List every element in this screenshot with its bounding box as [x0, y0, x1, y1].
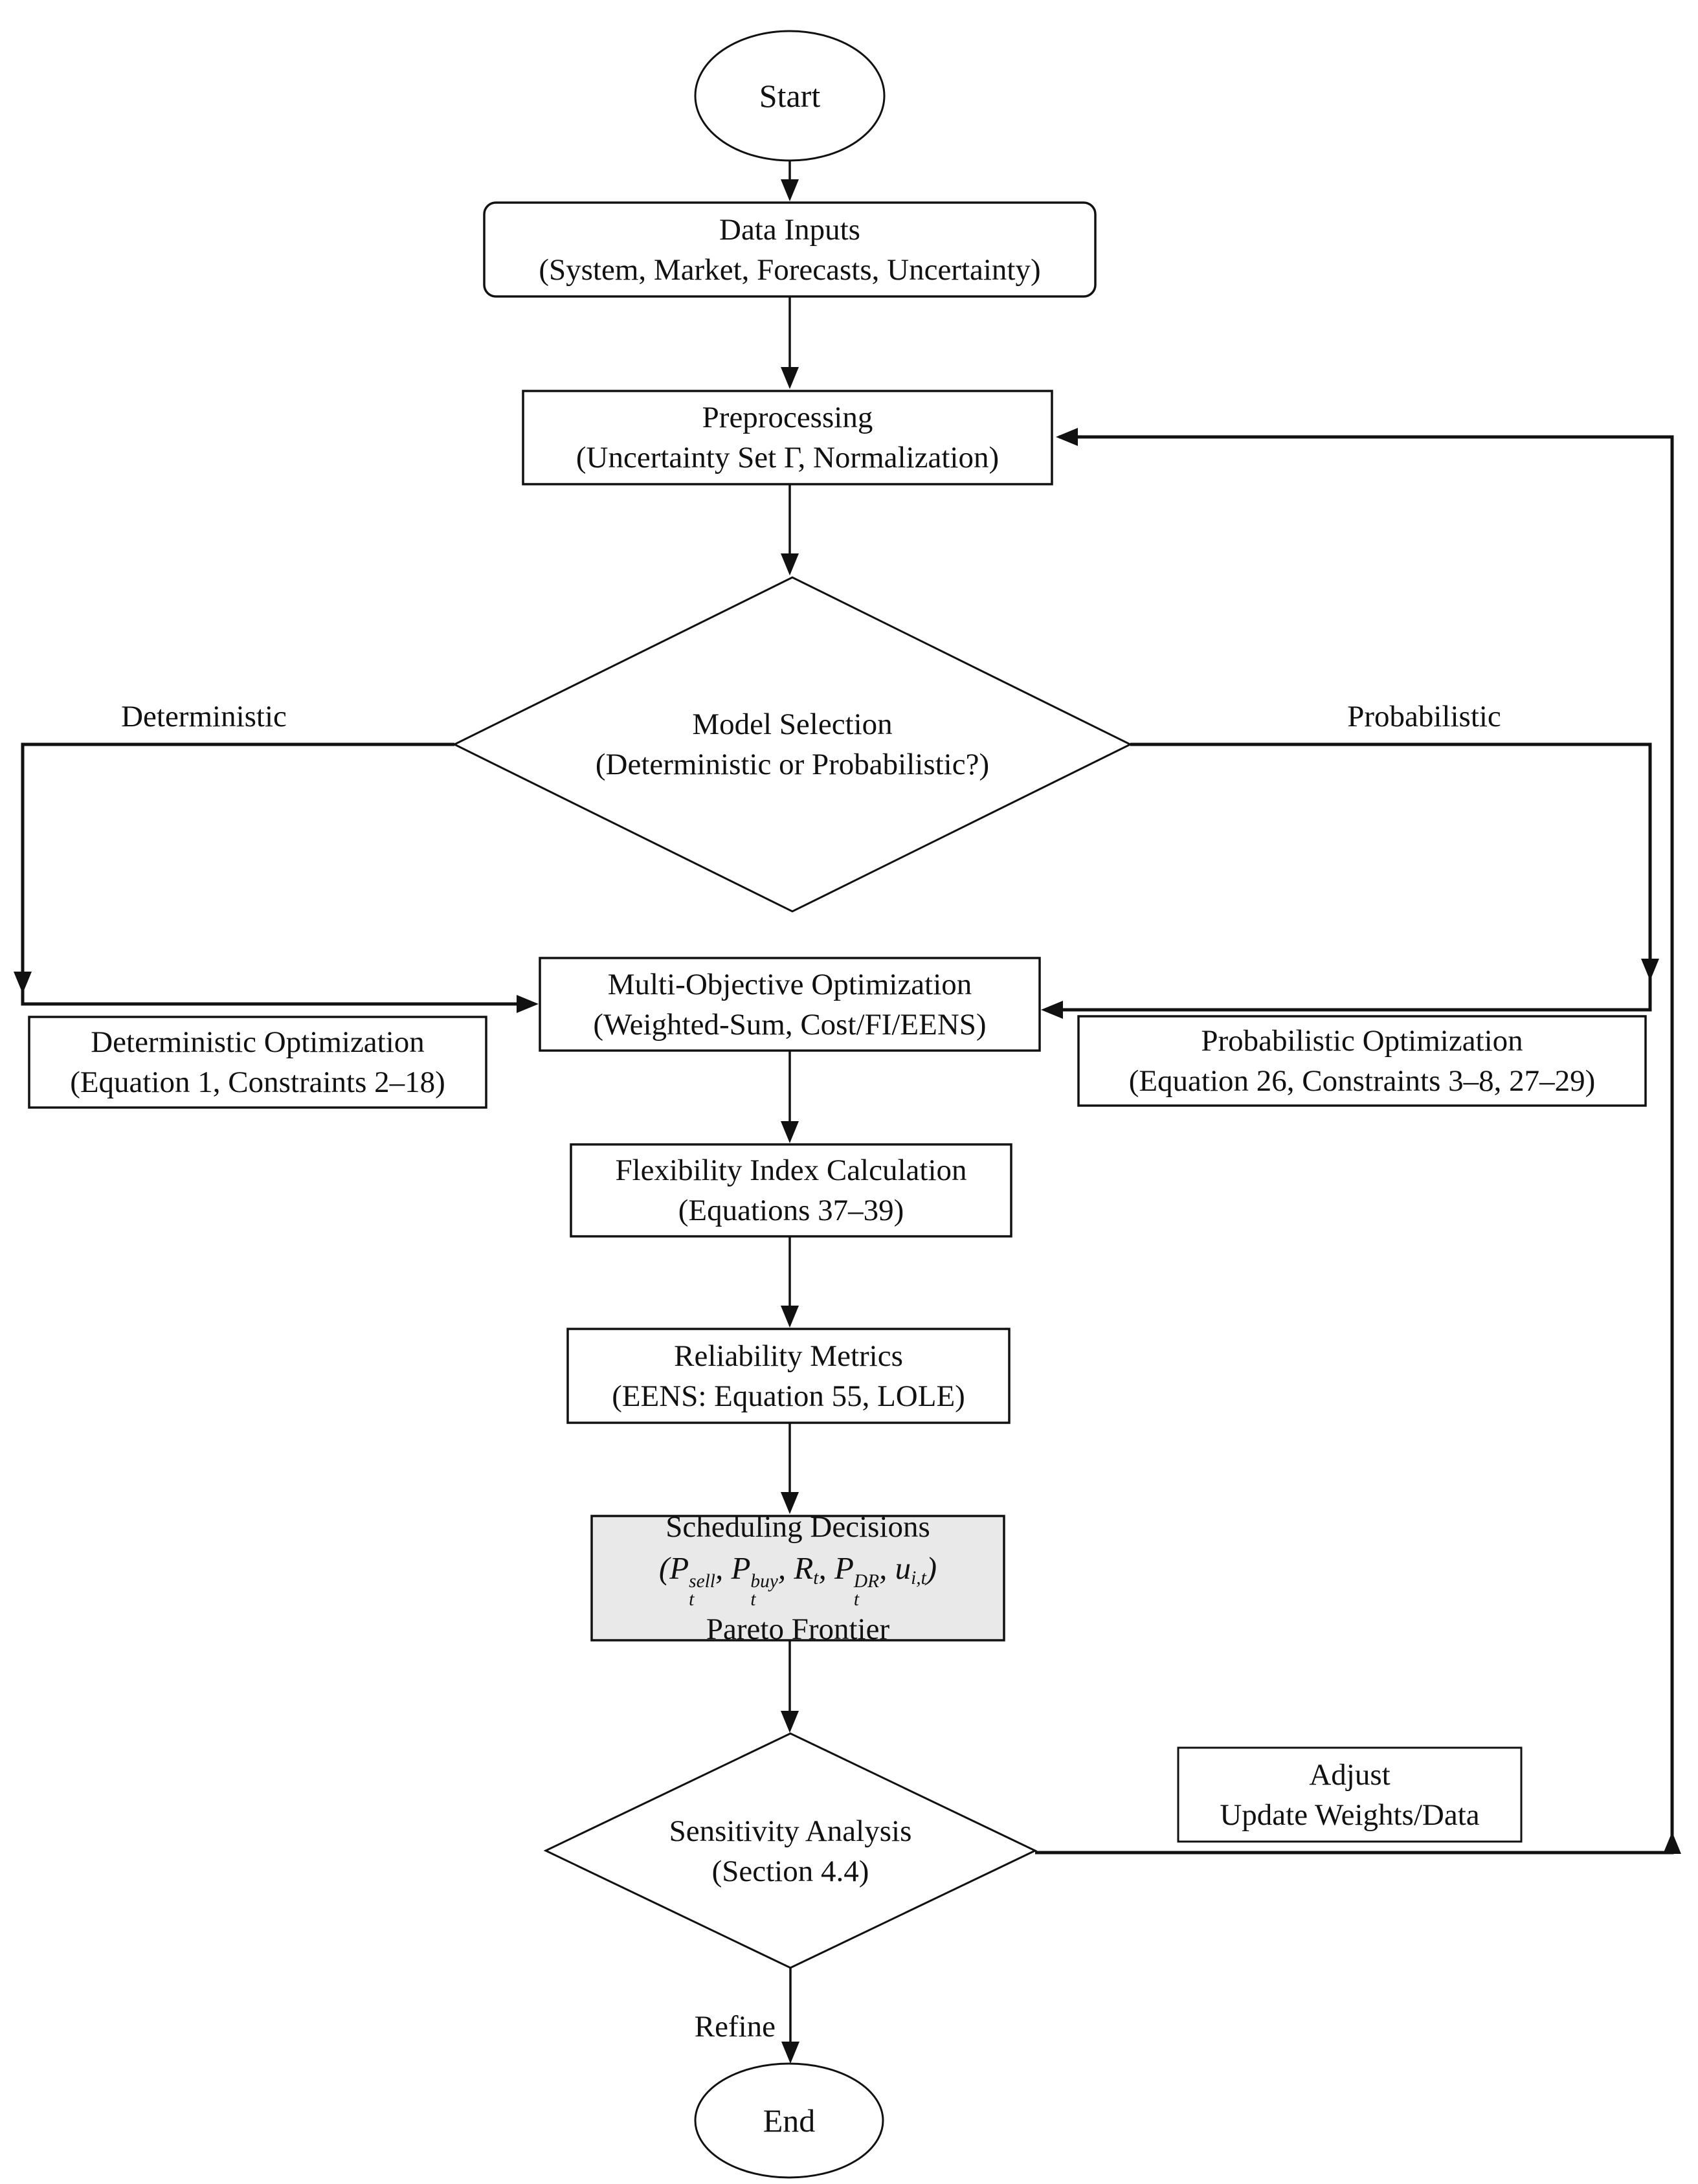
adjust-title: Adjust — [1309, 1757, 1391, 1792]
flexibility-index-node-label: Flexibility Index Calculation (Equations… — [571, 1144, 1011, 1236]
arrowhead-down-icon — [781, 553, 799, 575]
data-inputs-subtitle: (System, Market, Forecasts, Uncertainty) — [539, 252, 1041, 287]
start-label: Start — [759, 78, 821, 114]
model-selection-node-label: Model Selection (Deterministic or Probab… — [566, 699, 1019, 790]
multi-objective-subtitle: (Weighted-Sum, Cost/FI/EENS) — [593, 1007, 987, 1042]
flexibility-index-title: Flexibility Index Calculation — [615, 1153, 967, 1187]
adjust-box — [1177, 1746, 1523, 1843]
sensitivity-analysis-title: Sensitivity Analysis — [669, 1814, 912, 1848]
flexibility-index-subtitle: (Equations 37–39) — [678, 1194, 904, 1227]
model-selection-subtitle: (Deterministic or Probabilistic?) — [595, 748, 990, 781]
scheduling-decisions-box — [590, 1515, 1005, 1642]
deterministic-branch-label: Deterministic — [121, 700, 287, 733]
multi-objective-box — [539, 957, 1041, 1052]
refine-edge-label: Refine — [694, 2010, 776, 2044]
arrowhead-right-icon — [517, 995, 539, 1013]
deterministic-optimization-box — [28, 1016, 487, 1109]
preprocessing-node-label: Preprocessing (Uncertainty Set Γ, Normal… — [523, 391, 1052, 484]
scheduling-decisions-title: Scheduling Decisions — [665, 1510, 930, 1544]
edge-feedback-loop — [1035, 435, 1674, 1855]
data-inputs-title: Data Inputs — [719, 212, 860, 247]
model-selection-diamond — [452, 576, 1133, 913]
reliability-metrics-title: Reliability Metrics — [674, 1339, 903, 1373]
edge-deterministic-branch — [21, 742, 535, 1006]
sensitivity-analysis-diamond — [543, 1732, 1038, 1969]
deterministic-optimization-subtitle: (Equation 1, Constraints 2–18) — [70, 1065, 445, 1099]
adjust-subtitle: Update Weights/Data — [1220, 1798, 1480, 1832]
reliability-metrics-subtitle: (EENS: Equation 55, LOLE) — [612, 1379, 965, 1413]
preprocessing-title: Preprocessing — [702, 401, 873, 434]
deterministic-optimization-title: Deterministic Optimization — [91, 1025, 425, 1059]
scheduling-decisions-footer: Pareto Frontier — [706, 1612, 890, 1646]
reliability-metrics-box — [566, 1328, 1011, 1424]
start-ellipse — [694, 30, 886, 162]
probabilistic-branch-label: Probabilistic — [1347, 700, 1501, 733]
arrowhead-down-icon — [14, 972, 32, 994]
multi-objective-node-label: Multi-Objective Optimization (Weighted-S… — [540, 958, 1040, 1051]
probabilistic-optimization-subtitle: (Equation 26, Constraints 3–8, 27–29) — [1128, 1064, 1596, 1098]
arrowhead-down-icon — [1641, 959, 1659, 981]
model-selection-title: Model Selection — [692, 708, 893, 741]
start-node-label: Start — [695, 63, 884, 128]
sensitivity-analysis-subtitle: (Section 4.4) — [711, 1855, 869, 1888]
arrowhead-down-icon — [781, 1711, 799, 1733]
preprocessing-box — [522, 390, 1053, 485]
arrowhead-down-icon — [781, 1306, 799, 1328]
arrowhead-left-icon — [1056, 428, 1078, 446]
adjust-node-label: Adjust Update Weights/Data — [1178, 1748, 1521, 1842]
arrowhead-down-icon — [781, 2042, 799, 2064]
flexibility-index-box — [570, 1143, 1012, 1238]
edge-probabilistic-branch — [1045, 742, 1652, 1012]
arrowhead-down-icon — [781, 1121, 799, 1143]
end-ellipse — [694, 2062, 884, 2179]
preprocessing-subtitle: (Uncertainty Set Γ, Normalization) — [575, 441, 1000, 474]
data-inputs-box — [483, 201, 1097, 298]
arrowhead-up-icon — [1663, 1832, 1681, 1854]
end-node-label: End — [695, 2092, 883, 2149]
arrowhead-down-icon — [781, 179, 799, 201]
probabilistic-optimization-title: Probabilistic Optimization — [1201, 1024, 1523, 1058]
probabilistic-optimization-box — [1077, 1015, 1647, 1107]
end-label: End — [763, 2102, 816, 2139]
arrowhead-left-icon — [1041, 1001, 1063, 1019]
sensitivity-analysis-node-label: Sensitivity Analysis (Section 4.4) — [629, 1809, 952, 1894]
probabilistic-optimization-node-label: Probabilistic Optimization (Equation 26,… — [1078, 1016, 1646, 1106]
reliability-metrics-node-label: Reliability Metrics (EENS: Equation 55, … — [568, 1329, 1009, 1423]
arrowhead-down-icon — [781, 367, 799, 389]
data-inputs-node-label: Data Inputs (System, Market, Forecasts, … — [484, 203, 1095, 296]
multi-objective-title: Multi-Objective Optimization — [607, 967, 972, 1001]
arrowhead-down-icon — [781, 1492, 799, 1514]
deterministic-optimization-node-label: Deterministic Optimization (Equation 1, … — [29, 1017, 486, 1108]
